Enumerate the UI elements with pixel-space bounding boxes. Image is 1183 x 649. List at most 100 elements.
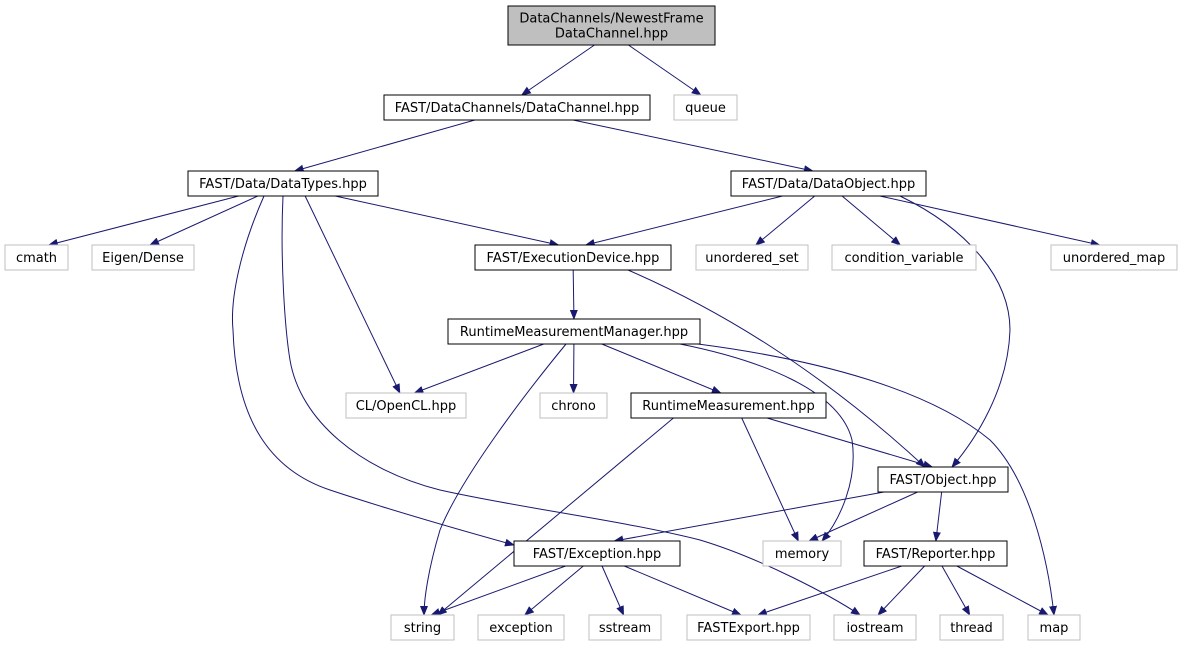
node-box — [831, 244, 977, 271]
edge-rmm-to-string — [420, 343, 567, 616]
edge-rmm-to-opencl — [413, 343, 544, 394]
node-label: FAST/Exception.hpp — [533, 547, 662, 562]
edges-layer — [47, 44, 1101, 616]
node-box — [507, 5, 716, 46]
edge-exception-to-fastexport — [624, 565, 742, 616]
node-map: map — [1027, 614, 1081, 641]
edge-datatypes-to-execdevice — [335, 195, 560, 247]
edge-object-to-reporter — [932, 491, 943, 542]
node-queue: queue — [673, 94, 738, 121]
edge-execdevice-to-rmm — [569, 269, 578, 320]
edge-datatypes-to-eigen — [149, 195, 259, 246]
edge-rm-to-string — [437, 417, 674, 616]
edge-datatypes-to-cmath — [47, 195, 239, 247]
node-fastexport: FASTExport.hpp — [686, 614, 811, 641]
node-box — [345, 392, 467, 419]
node-box — [383, 94, 651, 121]
node-label: iostream — [846, 621, 903, 636]
node-label: FAST/Data/DataObject.hpp — [742, 177, 915, 192]
node-datachannel[interactable]: FAST/DataChannels/DataChannel.hpp — [383, 94, 651, 121]
node-label: DataChannel.hpp — [555, 27, 668, 42]
node-box — [474, 244, 672, 271]
node-box — [673, 94, 738, 121]
node-label: cmath — [16, 251, 57, 266]
node-label: FAST/Object.hpp — [890, 473, 997, 488]
node-object[interactable]: FAST/Object.hpp — [877, 466, 1009, 493]
node-rm[interactable]: RuntimeMeasurement.hpp — [630, 392, 827, 419]
node-cmath: cmath — [4, 244, 69, 271]
node-box — [939, 614, 1004, 641]
node-unordered_map: unordered_map — [1050, 244, 1178, 271]
edge-execdevice-to-object — [627, 269, 926, 468]
node-unordered_set: unordered_set — [695, 244, 809, 271]
edge-reporter-to-map — [956, 565, 1049, 616]
node-label: RuntimeMeasurement.hpp — [642, 399, 814, 414]
edge-dataobject-to-object — [899, 195, 1011, 468]
node-memory: memory — [762, 540, 842, 567]
edge-datatypes-to-iostream — [281, 195, 861, 616]
node-label: chrono — [551, 399, 596, 414]
node-box — [686, 614, 811, 641]
node-box — [513, 540, 681, 567]
node-dataobject[interactable]: FAST/Data/DataObject.hpp — [730, 170, 927, 197]
node-label: thread — [950, 621, 993, 636]
node-label: FAST/Data/DataTypes.hpp — [199, 177, 367, 192]
node-box — [4, 244, 69, 271]
node-execdevice[interactable]: FAST/ExecutionDevice.hpp — [474, 244, 672, 271]
node-box — [539, 392, 608, 419]
edge-root-to-queue — [628, 44, 702, 96]
node-box — [833, 614, 917, 641]
node-exception[interactable]: FAST/Exception.hpp — [513, 540, 681, 567]
edge-rm-to-memory — [741, 417, 799, 542]
edge-reporter-to-iostream — [877, 565, 925, 616]
nodes-layer: DataChannels/NewestFrameDataChannel.hppF… — [4, 5, 1178, 641]
node-label: queue — [685, 101, 726, 116]
node-label: exception — [489, 621, 553, 636]
edge-reporter-to-fastexport — [756, 565, 903, 616]
node-label: map — [1040, 621, 1069, 636]
node-datatypes[interactable]: FAST/Data/DataTypes.hpp — [187, 170, 379, 197]
node-chrono: chrono — [539, 392, 608, 419]
edge-dataobject-to-unordered_map — [879, 195, 1101, 247]
node-label: memory — [775, 547, 830, 562]
edge-datatypes-to-exception — [232, 195, 515, 547]
node-box — [762, 540, 842, 567]
edge-reporter-to-thread — [941, 565, 971, 616]
node-label: condition_variable — [844, 251, 963, 266]
node-box — [187, 170, 379, 197]
edge-rm-to-object — [766, 417, 934, 469]
node-string: string — [390, 614, 455, 641]
node-rmm[interactable]: RuntimeMeasurementManager.hpp — [447, 318, 701, 345]
edge-datachannel-to-dataobject — [572, 119, 814, 174]
node-box — [1027, 614, 1081, 641]
edge-exception-to-exceptionstd — [524, 565, 584, 616]
node-box — [1050, 244, 1178, 271]
node-sstream: sstream — [588, 614, 662, 641]
edge-dataobject-to-condvar — [841, 195, 901, 246]
node-box — [91, 244, 195, 271]
node-label: string — [404, 621, 441, 636]
node-exceptionstd: exception — [477, 614, 565, 641]
edge-rmm-to-map — [697, 343, 1057, 616]
edge-datatypes-to-opencl — [304, 195, 401, 394]
edge-rmm-to-memory — [679, 343, 854, 542]
node-box — [477, 614, 565, 641]
node-box — [863, 540, 1008, 567]
node-box — [730, 170, 927, 197]
node-label: Eigen/Dense — [102, 251, 184, 266]
node-condvar: condition_variable — [831, 244, 977, 271]
node-box — [695, 244, 809, 271]
node-box — [877, 466, 1009, 493]
edge-exception-to-sstream — [601, 565, 625, 616]
edge-dataobject-to-execdevice — [584, 195, 783, 247]
node-box — [630, 392, 827, 419]
node-label: FAST/DataChannels/DataChannel.hpp — [395, 101, 640, 116]
node-label: FAST/Reporter.hpp — [876, 547, 996, 562]
edge-datachannel-to-datatypes — [293, 119, 476, 173]
node-opencl: CL/OpenCL.hpp — [345, 392, 467, 419]
edge-dataobject-to-unordered_set — [755, 195, 816, 246]
node-reporter[interactable]: FAST/Reporter.hpp — [863, 540, 1008, 567]
node-label: CL/OpenCL.hpp — [356, 399, 457, 414]
node-eigen: Eigen/Dense — [91, 244, 195, 271]
